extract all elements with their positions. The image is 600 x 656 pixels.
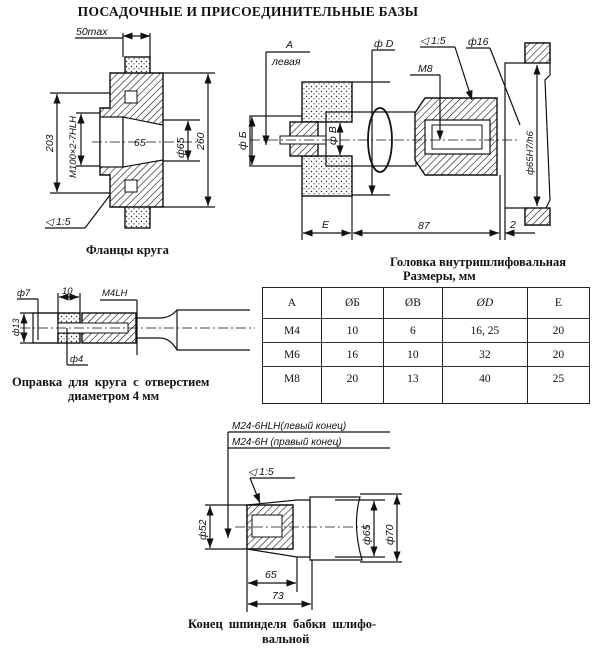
dim-taper-head: ◁ 1:5 [420,35,446,47]
cell: 16, 25 [441,318,528,343]
head-caption: Головка внутришлифовальная [390,255,566,269]
dim-thread: M100×2-7HLH [68,116,79,178]
cell: M8 [262,366,322,404]
dim-d13: ф13 [11,318,21,336]
dim-73: 73 [272,590,284,602]
dim-50max: 50max [76,26,108,38]
cell: 10 [382,342,443,367]
cell: M4 [262,318,322,343]
dim-203: 203 [44,134,56,153]
mandrel-caption-line1: Оправка для круга с отверстием [12,375,210,389]
cell: 20 [526,318,591,343]
dimensions-table: A ØБ ØВ ØD E M4 10 6 16, 25 20 M6 16 10 … [262,287,591,404]
dim-65: 65 [265,569,277,581]
cell: 25 [526,366,591,404]
head-drawing: A левая ф Б ф В ф D M8 ◁ 1:5 ф16 ф65H7/h… [237,35,551,240]
table-row: M6 16 10 32 20 [262,342,591,367]
wheel-bottom [301,155,353,197]
cell: 32 [441,342,528,367]
dim-d: ф D [374,38,394,50]
cell: M6 [262,342,322,367]
cell: 16 [320,342,384,367]
dim-2: 2 [509,219,516,231]
dim-87: 87 [418,220,431,232]
header-b: ØБ [320,287,384,319]
spindle-drawing: M24-6HLH(левый конец) M24-6H (правый кон… [197,421,402,612]
table-row: M4 10 6 16, 25 20 [262,318,591,343]
flange-drawing: 50max 260 203 M100×2-7HLH ф65 65 ◁ 1:5 [44,26,215,229]
table-row: M8 20 13 40 25 [262,366,591,404]
mandrel-caption-line2: диаметром 4 мм [68,389,160,403]
flange-caption: Фланцы круга [86,243,169,257]
header-v: ØВ [382,287,443,319]
table-header-row: A ØБ ØВ ØD E [262,287,591,319]
cell: 13 [382,366,443,404]
dim-m8: M8 [418,63,433,75]
dim-bore: ф65 [175,137,187,158]
header-a: A [262,287,322,319]
dim-d4: ф4 [70,354,83,365]
spindle-caption-line2: вальной [262,632,310,646]
header-d: ØD [441,287,528,319]
spindle-caption-line1: Конец шпинделя бабки шлифо- [188,617,377,631]
dim-d65: ф65 [361,524,373,545]
cell: 40 [441,366,528,404]
dim-d16: ф16 [468,36,489,48]
mandrel-drawing: ф13 ф7 10 M4LH ф4 [11,286,255,366]
table-caption: Размеры, мм [403,269,476,283]
dim-fit: ф65H7/h6 [525,130,536,175]
cell: 6 [382,318,443,343]
dim-d7: ф7 [17,288,31,299]
dim-e: E [322,219,330,231]
wheel-top [301,81,353,123]
dim-260: 260 [195,132,207,151]
page-title: ПОСАДОЧНЫЕ И ПРИСОЕДИНИТЕЛЬНЫЕ БАЗЫ [77,4,419,19]
dim-65: 65 [134,137,146,149]
dim-m4lh: M4LH [102,288,127,299]
cell: 10 [320,318,384,343]
dim-v: ф В [327,126,339,145]
dim-b: ф Б [237,131,249,150]
dim-10: 10 [62,286,73,297]
label-a: A [285,39,293,51]
dim-thread-left: M24-6HLH(левый конец) [232,421,346,432]
cell: 20 [320,366,384,404]
dim-taper: ◁ 1:5 [45,216,71,228]
header-e: E [526,287,591,319]
label-left: левая [271,56,301,68]
spindle-body [309,496,363,561]
dim-taper-spindle: ◁ 1:5 [248,466,274,478]
dim-thread-right: M24-6H (правый конец) [232,437,342,448]
dim-d52: ф52 [197,519,209,540]
cell: 20 [526,342,591,367]
dim-d70: ф70 [384,524,396,545]
